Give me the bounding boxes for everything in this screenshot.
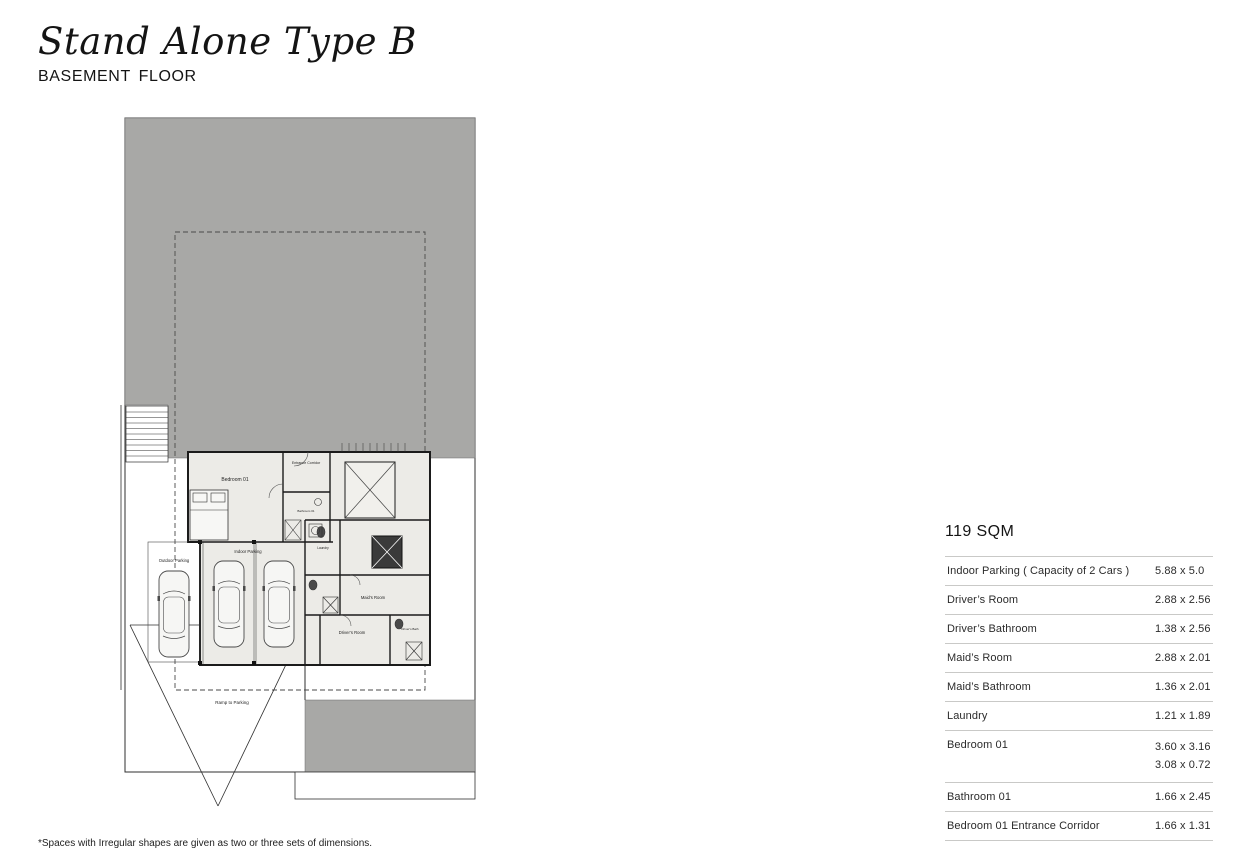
setback-dashed-line [174, 231, 426, 691]
ramp-label: Ramp to Parking [215, 700, 249, 705]
dimensions-panel: 119 SQM Indoor Parking ( Capacity of 2 C… [945, 523, 1213, 842]
irregular-shapes-footnote: *Spaces with Irregular shapes are given … [38, 838, 373, 849]
staircase-icon [344, 461, 396, 519]
room-name: Bathroom 01 [947, 791, 1012, 804]
laundry-machine-icon [308, 523, 323, 538]
table-row: Bathroom 01 1.66 x 2.45 [945, 783, 1213, 813]
room-name: Driver’s Bathroom [947, 623, 1037, 635]
outdoor-parking-label: Outdoor Parking [159, 558, 190, 563]
floorplan-drawing: Bedroom 01 Entrance Corridor Bathroom 01… [118, 112, 488, 812]
total-area-label: 119 SQM [945, 523, 1015, 540]
garden-area [124, 117, 476, 459]
room-size: 2.88 x 2.56 [1155, 594, 1211, 606]
bed-icon [189, 489, 229, 541]
room-size: 1.36 x 2.01 [1155, 681, 1211, 693]
drivers-room-label: Driver’s Room [339, 630, 366, 635]
drivers-bath-label: Driver’s Bath [401, 627, 419, 631]
room-size-line1: 3.60 x 3.16 [1155, 741, 1211, 753]
room-name: Bedroom 01 [947, 739, 1008, 751]
table-row: Maid’s Room 2.88 x 2.01 [945, 644, 1213, 673]
indoor-parking-label: Indoor Parking [234, 549, 262, 554]
maids-bathroom-fixtures-icon [308, 579, 339, 614]
bathroom01-fixtures-icon [284, 498, 326, 541]
maids-room-label: Maid’s Room [361, 595, 386, 600]
interior-walls [188, 452, 430, 665]
door-swings [268, 451, 361, 627]
room-size: 1.66 x 2.45 [1155, 791, 1211, 804]
bedroom01-label: Bedroom 01 [221, 477, 248, 483]
room-size: 2.88 x 2.01 [1155, 652, 1211, 664]
table-row: Laundry 1.21 x 1.89 [945, 702, 1213, 731]
room-name: Maid’s Room [947, 652, 1013, 664]
entrance-corridor-label: Entrance Corridor [292, 461, 321, 465]
room-name: Laundry [947, 710, 988, 722]
plot-bottom-step [294, 771, 476, 800]
entrance-steps-icon [341, 443, 406, 452]
table-row: Indoor Parking ( Capacity of 2 Cars ) 5.… [945, 557, 1213, 586]
page-header: Stand Alone Type B BASEMENT FLOOR [38, 20, 417, 86]
table-row: Driver’s Bathroom 1.38 x 2.56 [945, 615, 1213, 644]
shaft-icon [371, 535, 403, 569]
exterior-stairs-icon [125, 405, 169, 463]
car-icon [212, 560, 246, 648]
bathroom01-label: Bathroom 01 [297, 509, 315, 513]
room-name: Maid’s Bathroom [947, 681, 1031, 693]
dimensions-table: Indoor Parking ( Capacity of 2 Cars ) 5.… [945, 556, 1213, 842]
car-icon [262, 560, 296, 648]
room-size: 1.38 x 2.56 [1155, 623, 1211, 635]
table-row: Driver’s Room 2.88 x 2.56 [945, 586, 1213, 615]
car-icon [157, 570, 191, 658]
drivers-bathroom-fixtures-icon [394, 618, 423, 661]
rear-plot-area [304, 699, 476, 773]
room-size: 1.21 x 1.89 [1155, 710, 1211, 722]
room-size-line2: 3.08 x 0.72 [1155, 758, 1211, 771]
laundry-label: Laundry [317, 546, 329, 550]
table-row: Maid’s Bathroom 1.36 x 2.01 [945, 673, 1213, 702]
page-subtitle: BASEMENT FLOOR [38, 67, 197, 85]
room-name: Bedroom 01 Entrance Corridor [947, 820, 1100, 833]
room-name: Driver’s Room [947, 594, 1019, 606]
table-row: Bedroom 01 Entrance Corridor 1.66 x 1.31 [945, 812, 1213, 842]
room-size: 3.60 x 3.16 3.08 x 0.72 [1155, 739, 1213, 774]
room-labels: Bedroom 01 Entrance Corridor Bathroom 01… [159, 461, 419, 705]
table-row: Bedroom 01 3.60 x 3.16 3.08 x 0.72 [945, 731, 1213, 784]
page-title: Stand Alone Type B [38, 20, 417, 63]
room-size: 5.88 x 5.0 [1155, 565, 1205, 577]
floorplan-svg: Bedroom 01 Entrance Corridor Bathroom 01… [120, 117, 476, 807]
room-size: 1.66 x 1.31 [1155, 820, 1211, 833]
room-name: Indoor Parking ( Capacity of 2 Cars ) [947, 565, 1130, 577]
